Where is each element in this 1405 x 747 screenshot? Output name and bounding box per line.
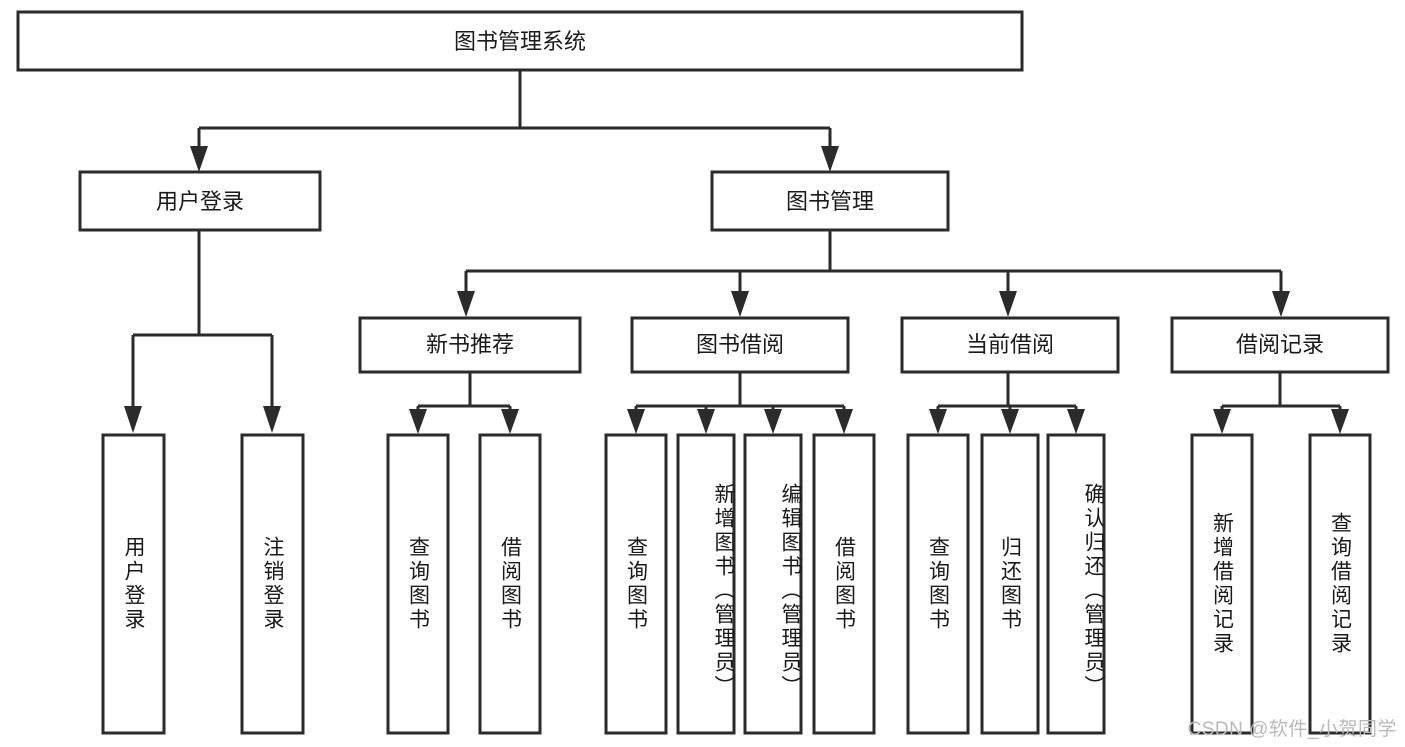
arrow-head-user-login bbox=[190, 146, 208, 172]
node-root[interactable] bbox=[16, 10, 1024, 72]
node-cb-confirm-return[interactable] bbox=[1046, 433, 1106, 735]
node-br-query-record[interactable] bbox=[1308, 433, 1372, 735]
connectors-group bbox=[124, 70, 1349, 434]
node-borrow-record-label: 借阅记录 bbox=[1236, 332, 1324, 357]
arrow-head-new-book-recommend bbox=[457, 291, 475, 317]
node-user-login-do[interactable] bbox=[101, 433, 166, 735]
node-book-manage-label: 图书管理 bbox=[786, 189, 874, 214]
arrow-head-borrow-record bbox=[1272, 291, 1290, 317]
csdn-watermark: CSDN @软件_小贺同学 bbox=[1187, 719, 1397, 740]
arrow-head-bb-edit-book bbox=[764, 409, 782, 434]
arrow-head-br-query-record bbox=[1331, 409, 1349, 434]
arrow-head-bb-add-book bbox=[697, 409, 715, 434]
node-bb-add-book[interactable] bbox=[676, 433, 736, 735]
node-current-borrow[interactable] bbox=[900, 316, 1120, 374]
node-br-add-record[interactable] bbox=[1190, 433, 1254, 735]
arrow-head-cb-return-book bbox=[1001, 409, 1019, 434]
node-book-borrow-label: 图书借阅 bbox=[696, 332, 784, 357]
arrow-head-bb-query-book bbox=[627, 409, 645, 434]
node-bb-edit-book[interactable] bbox=[743, 433, 803, 735]
node-book-manage[interactable] bbox=[710, 170, 950, 232]
arrow-head-book-manage bbox=[821, 146, 839, 172]
node-user-login-label: 用户登录 bbox=[156, 189, 244, 214]
node-borrow-record[interactable] bbox=[1170, 316, 1390, 374]
arrow-head-bb-borrow-book bbox=[835, 409, 853, 434]
arrow-head-nbr-query-book bbox=[409, 409, 427, 434]
arrow-head-cb-confirm-return bbox=[1067, 409, 1085, 434]
arrow-head-book-borrow bbox=[731, 291, 749, 317]
nodes-group: 图书管理系统 用户登录 图书管理 新书推荐 图书借阅 当前借阅 借阅记录 bbox=[16, 10, 1390, 735]
node-cb-query-book[interactable] bbox=[906, 433, 970, 735]
node-nbr-borrow-book[interactable] bbox=[478, 433, 542, 735]
arrow-head-cb-query-book bbox=[929, 409, 947, 434]
node-root-label: 图书管理系统 bbox=[454, 29, 586, 54]
node-book-borrow[interactable] bbox=[630, 316, 850, 374]
node-cb-return-book[interactable] bbox=[980, 433, 1040, 735]
arrow-head-current-borrow bbox=[999, 291, 1017, 317]
node-user-login[interactable] bbox=[78, 170, 322, 232]
node-bb-query-book[interactable] bbox=[604, 433, 668, 735]
node-bb-borrow-book[interactable] bbox=[812, 433, 876, 735]
arrow-head-nbr-borrow-book bbox=[501, 409, 519, 434]
node-new-book-recommend-label: 新书推荐 bbox=[426, 332, 514, 357]
node-nbr-query-book[interactable] bbox=[386, 433, 450, 735]
node-user-logout[interactable] bbox=[240, 433, 305, 735]
node-new-book-recommend[interactable] bbox=[358, 316, 582, 374]
node-current-borrow-label: 当前借阅 bbox=[966, 332, 1054, 357]
arrow-head-user-logout bbox=[263, 406, 281, 433]
arrow-head-br-add-record bbox=[1213, 409, 1231, 434]
arrow-head-user-login-do bbox=[124, 406, 142, 433]
